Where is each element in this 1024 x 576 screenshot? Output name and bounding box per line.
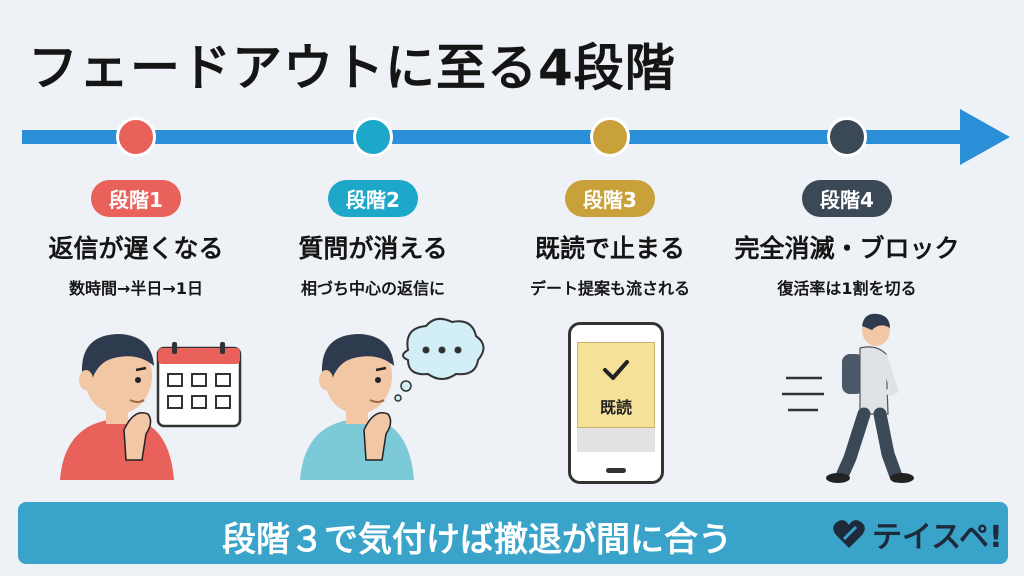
stage-desc: デート提案も流される (529, 279, 690, 298)
stage-title: 返信が遅くなる (48, 234, 224, 263)
heart-icon (833, 520, 865, 548)
phone-read-label: 既読 (599, 398, 632, 417)
stage-badge: 段階1 (91, 180, 181, 217)
timeline-line (22, 130, 972, 144)
checkmark-icon (603, 360, 629, 380)
stage-badge: 段階4 (802, 180, 892, 217)
brand-logo: テイスペ! (832, 510, 1003, 558)
stage-badge: 段階3 (565, 180, 655, 217)
stage-1: 段階1 返信が遅くなる 数時間→半日→1日 (16, 180, 256, 299)
stage-desc: 相づち中心の返信に (300, 279, 445, 298)
stage-4: 段階4 完全消滅・ブロック 復活率は1割を切る (727, 180, 967, 299)
person-walking-away-icon (782, 313, 914, 483)
stage-3: 段階3 既読で止まる デート提案も流される (490, 180, 730, 299)
timeline-dot-3 (590, 117, 630, 157)
stage-title: 質問が消える (298, 234, 448, 263)
stage-2: 段階2 質問が消える 相づち中心の返信に (253, 180, 493, 299)
person-thought-bubble-icon (300, 317, 485, 480)
page-title: フェードアウトに至る4段階 (28, 39, 676, 97)
stage-desc: 復活率は1割を切る (777, 279, 917, 298)
timeline-dot-4 (827, 117, 867, 157)
stage-desc: 数時間→半日→1日 (69, 279, 203, 298)
stage-title: 完全消滅・ブロック (734, 234, 960, 263)
bottom-message: 段階３で気付けば撤退が間に合う (222, 520, 732, 560)
stage-badge: 段階2 (328, 180, 418, 217)
brand-name: テイスペ! (872, 520, 1003, 555)
timeline-dot-2 (353, 117, 393, 157)
timeline-arrow-icon (960, 109, 1010, 165)
phone-icon: 既読 (568, 322, 664, 484)
stage-title: 既読で止まる (534, 234, 685, 263)
person-thinking-calendar-icon (60, 334, 242, 480)
timeline-dot-1 (116, 117, 156, 157)
